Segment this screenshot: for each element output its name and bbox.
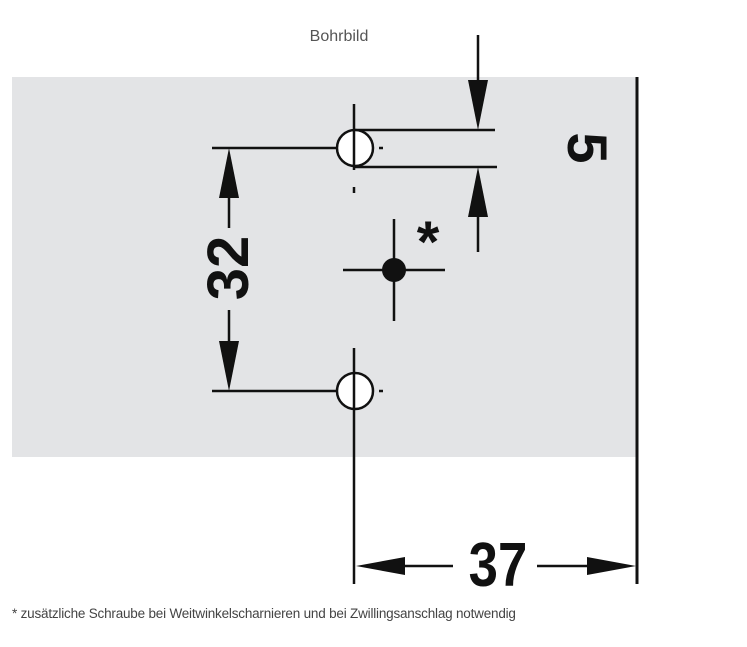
footnote: * zusätzliche Schraube bei Weitwinkelsch… bbox=[12, 606, 516, 621]
dimension-37-label: 37 bbox=[469, 531, 528, 600]
dimension-37-arrows bbox=[356, 557, 636, 575]
panel bbox=[12, 77, 637, 457]
dimension-32-label: 32 bbox=[196, 236, 261, 301]
extra-screw-point bbox=[343, 219, 445, 321]
diagram-title: Bohrbild bbox=[309, 28, 369, 45]
bottom-hole bbox=[212, 348, 383, 584]
dimension-5-arrows bbox=[468, 35, 488, 252]
dimension-32-arrows bbox=[219, 148, 239, 391]
extra-screw-asterisk: * bbox=[417, 210, 440, 275]
top-hole bbox=[212, 104, 497, 193]
dimension-5-label: 5 bbox=[556, 132, 619, 163]
